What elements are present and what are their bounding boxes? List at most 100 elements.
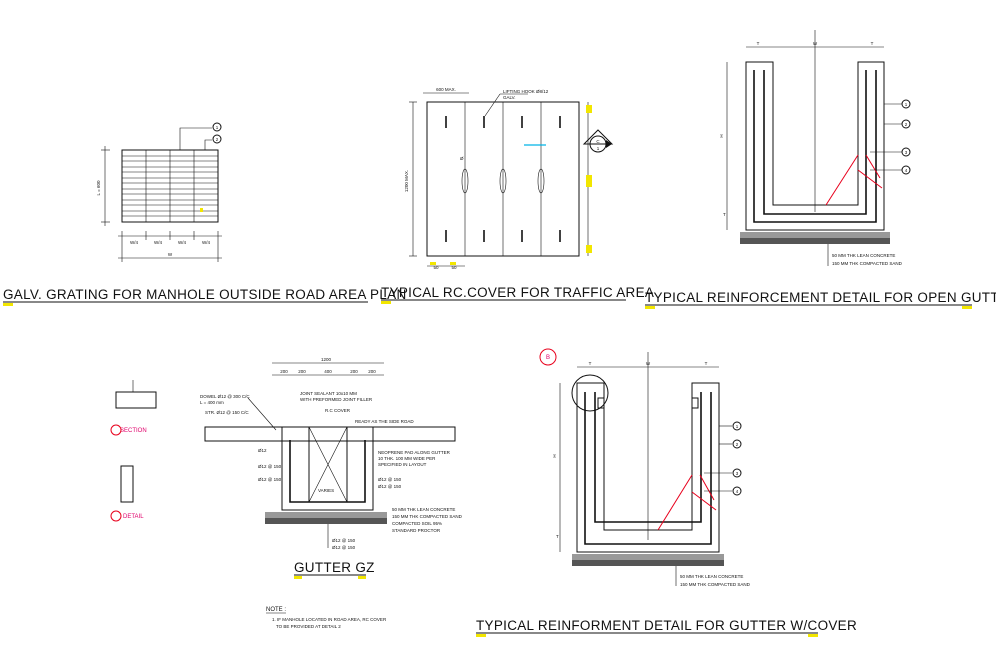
svg-text:Ø12 @ 150: Ø12 @ 150 (332, 545, 356, 550)
callout-1 (212, 122, 222, 132)
svg-text:R.C COVER: R.C COVER (325, 408, 351, 413)
grating-dim-w4-4: W/4 (202, 240, 210, 245)
gutter-cover-dim-t-base: T (556, 534, 559, 539)
svg-text:2: 2 (905, 122, 908, 127)
svg-text:Ø12 @ 150: Ø12 @ 150 (332, 538, 356, 543)
svg-text:3: 3 (905, 150, 908, 155)
open-gutter-title: TYPICAL REINFORCEMENT DETAIL FOR OPEN GU… (645, 290, 996, 305)
section-marker-label: C (596, 139, 600, 144)
gutter-cover-dim-w: W (646, 361, 651, 366)
svg-text:COMPACTED SOIL 95%: COMPACTED SOIL 95% (392, 521, 442, 526)
svg-text:10 THK. 100 MM WIDE PER: 10 THK. 100 MM WIDE PER (378, 456, 436, 461)
gutter-cover-drawing: T W T H T B 1 2 3 4 50 MM THK LEAN CONCR… (539, 348, 751, 587)
gutter-cover-note-lean: 50 MM THK LEAN CONCRETE (680, 574, 743, 579)
grating-height-dim: L = 600 (96, 180, 101, 195)
grating-dim-w4-1: W/4 (130, 240, 138, 245)
detail-circle (571, 374, 609, 412)
svg-text:Ø12 @ 150: Ø12 @ 150 (378, 484, 402, 489)
open-gutter-drawing: T W T H T 1 2 3 4 50 MM THK LEAN CONCRET… (719, 30, 911, 266)
open-gutter-note-lean: 50 MM THK LEAN CONCRETE (832, 253, 895, 258)
lifting-hooks (445, 116, 561, 242)
svg-text:VARIES: VARIES (318, 488, 334, 493)
svg-text:1: 1 (905, 102, 908, 107)
rc-cover-side-dim: 1200 MAX. (404, 170, 409, 192)
svg-text:READY AS THE SIDE ROAD: READY AS THE SIDE ROAD (355, 419, 414, 424)
svg-text:STR. Ø12 @ 150 C/C: STR. Ø12 @ 150 C/C (205, 410, 249, 415)
svg-text:1: 1 (736, 424, 739, 429)
svg-text:STANDARD PROCTOR: STANDARD PROCTOR (392, 528, 441, 533)
gutter-cover-note-sand: 150 MM THK COMPACTED SAND (680, 582, 751, 587)
detail-marker-label: B (546, 355, 550, 361)
grating-plan-title: GALV. GRATING FOR MANHOLE OUTSIDE ROAD A… (3, 287, 407, 302)
svg-text:Ø: Ø (460, 156, 464, 161)
detail-marker (539, 348, 557, 366)
gutter-cover-dim-t-right: T (705, 361, 708, 366)
callout-1-label: 1 (216, 125, 219, 130)
svg-text:4: 4 (736, 489, 739, 494)
open-gutter-note-sand: 150 MM THK COMPACTED SAND (832, 261, 903, 266)
grating-dim-w4-3: W/4 (178, 240, 186, 245)
note-heading: NOTE : (266, 607, 286, 613)
svg-text:Ø12 @ 150: Ø12 @ 150 (378, 477, 402, 482)
gutter-cover-title: TYPICAL REINFORMENT DETAIL FOR GUTTER W/… (476, 618, 857, 633)
svg-text:150 MM THK COMPACTED SAND: 150 MM THK COMPACTED SAND (392, 514, 463, 519)
svg-text:L = 400 mm: L = 400 mm (200, 400, 224, 405)
svg-text:2: 2 (736, 442, 739, 447)
svg-text:JOINT SEALANT 10x10 MM: JOINT SEALANT 10x10 MM (300, 391, 357, 396)
rc-cover-dim-50-b: 50 (451, 265, 457, 270)
rc-cover-title: TYPICAL RC.COVER FOR TRAFFIC AREA (381, 285, 654, 300)
gutter-cover-callout-3 (732, 468, 742, 478)
open-gutter-callout-4 (901, 165, 911, 175)
note-line-2: TO BE PROVIDED AT DETAIL 2 (276, 624, 341, 629)
open-gutter-dim-t-base: T (723, 212, 726, 217)
svg-text:4: 4 (905, 168, 908, 173)
lifting-hook-note: LIFTING HOOK Ø8/12 (503, 89, 549, 94)
section-marker-ref: 1 (597, 146, 600, 151)
svg-text:DOWEL Ø12 @ 300 C/C: DOWEL Ø12 @ 300 C/C (200, 394, 250, 399)
svg-text:NEOPRENE PAD ALONG GUTTER: NEOPRENE PAD ALONG GUTTER (378, 450, 451, 455)
grating-width-dim: W (168, 252, 173, 257)
svg-text:400: 400 (324, 369, 332, 374)
lifting-hook-note-galv: GALV. (503, 95, 516, 100)
callout-2 (212, 134, 222, 144)
svg-text:200: 200 (350, 369, 358, 374)
grating-plan-drawing: 1 2 L = 600 W/4 W/4 W/4 W/4 W (96, 122, 222, 262)
svg-text:200: 200 (280, 369, 288, 374)
gutter-gz-drawing: SECTION DETAIL 1200 200 200 400 200 200 … (110, 357, 463, 550)
gutter-cover-dim-t-left: T (589, 361, 592, 366)
svg-text:WITH PREFORMED JOINT FILLER: WITH PREFORMED JOINT FILLER (300, 397, 373, 402)
svg-text:SPECIFIED IN LAYOUT: SPECIFIED IN LAYOUT (378, 462, 427, 467)
gutter-cover-callout-2 (732, 439, 742, 449)
note-line-1: 1. IF MANHOLE LOCATED IN ROAD AREA, RC C… (272, 617, 387, 622)
open-gutter-dim-t-right: T (871, 41, 874, 46)
svg-text:Ø12: Ø12 (258, 448, 267, 453)
svg-text:200: 200 (368, 369, 376, 374)
open-gutter-dim-t-left: T (757, 41, 760, 46)
detail-label: DETAIL (123, 514, 144, 520)
svg-text:Ø12 @ 150: Ø12 @ 150 (258, 464, 282, 469)
rc-cover-top-dim: 600 MAX. (436, 87, 456, 92)
gutter-cover-dim-h: H (552, 454, 557, 457)
svg-text:Ø12 @ 150: Ø12 @ 150 (258, 477, 282, 482)
road-slab (204, 426, 456, 442)
rc-cover-dim-50-a: 50 (433, 265, 439, 270)
open-gutter-callout-1 (901, 99, 911, 109)
gutter-cover-section (576, 382, 720, 553)
open-gutter-callout-3 (901, 147, 911, 157)
gz-dim-overall: 1200 (321, 357, 332, 362)
grating-dim-w4-2: W/4 (154, 240, 162, 245)
grating-bars (122, 150, 218, 222)
gutter-cover-callout-1 (732, 421, 742, 431)
section-label: SECTION (120, 428, 147, 434)
open-gutter-dim-w: W (813, 41, 818, 46)
open-gutter-dim-h: H (719, 134, 724, 137)
open-gutter-section (745, 61, 885, 231)
callout-2-label: 2 (216, 137, 219, 142)
gutter-gz-title: GUTTER GZ (294, 560, 375, 575)
section-marker (582, 129, 614, 145)
open-gutter-callout-2 (901, 119, 911, 129)
gutter-cover-callout-4 (732, 486, 742, 496)
svg-text:50 MM THK LEAN CONCRETE: 50 MM THK LEAN CONCRETE (392, 507, 455, 512)
svg-text:200: 200 (298, 369, 306, 374)
